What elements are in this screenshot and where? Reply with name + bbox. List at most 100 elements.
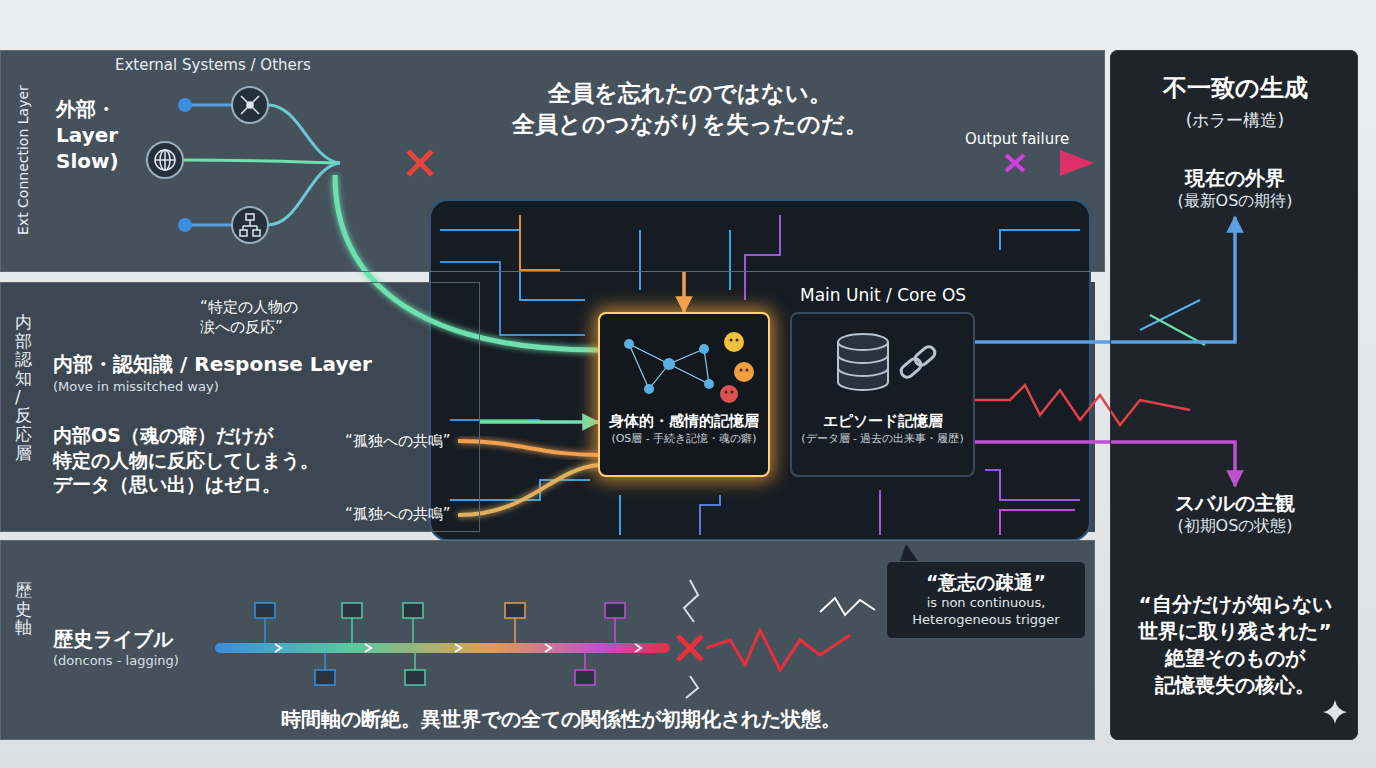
memory-chip: 身体的・感情的記憶層(OS層 - 手続き記憶・魂の癖): [598, 312, 770, 477]
decor-path: [619, 495, 621, 535]
decor-path: [440, 230, 585, 300]
decor-path: [745, 215, 780, 300]
node-text: 内部・認知識 / Response Layer: [53, 351, 453, 377]
decor-path: [458, 465, 598, 515]
decor-path: [155, 150, 175, 170]
decor-path: [700, 495, 720, 535]
decor-circle: [232, 87, 268, 123]
decor-polygon: [1060, 150, 1094, 176]
node-text: 内部OS（魂の癖）だけが 特定の人物に反応してしまう。 データ（思い出）はゼロ。: [53, 423, 338, 497]
decor-circle: [178, 98, 192, 112]
decor-path: [440, 262, 585, 335]
decor-rect: [403, 603, 423, 618]
decor-rect: [430, 200, 1090, 540]
decor-path: [365, 644, 371, 652]
node-text: (OS層 - 手続き記憶・魂の癖): [606, 432, 762, 446]
decor-path: [275, 644, 281, 652]
decor-circle: [663, 358, 675, 370]
node-text: (ホラー構造): [1111, 109, 1359, 131]
decor-rect: [215, 643, 670, 653]
decor-path: [635, 644, 641, 652]
decor-path: [706, 630, 850, 670]
decor-rect: [246, 214, 254, 220]
decor-path: [268, 163, 340, 225]
memory-icon: [609, 324, 759, 408]
decor-path: [879, 490, 881, 535]
node-text: “意志の疎通”: [895, 570, 1077, 595]
node-text: エピソード記憶層: [798, 412, 967, 432]
decor-rect: [898, 356, 923, 379]
decor-g: [898, 344, 937, 379]
decor-path: [335, 175, 598, 350]
decor-rect: [315, 670, 335, 685]
decor-rect: [1110, 50, 1358, 740]
connector-arrow: [975, 217, 1235, 342]
decor-path: [351, 618, 353, 643]
decor-path: [985, 470, 1080, 500]
decor-circle: [725, 391, 728, 394]
node-text: (doncons - lagging): [53, 653, 213, 670]
decor-path: [450, 480, 590, 500]
node-text: (Move in missitched way): [53, 379, 373, 396]
decor-circle: [730, 339, 733, 342]
decor-path: [268, 105, 340, 163]
decor-circle: [736, 339, 739, 342]
decor-path: [678, 636, 702, 660]
decor-path: [975, 385, 1190, 425]
decor-circle: [740, 369, 743, 372]
quote-label: “孤独への共鳴”: [345, 432, 451, 452]
diagram-title: 全員を忘れたのではない。 全員とのつながりを失ったのだ。: [460, 78, 920, 140]
decor-path: [838, 355, 888, 376]
decor-circle: [699, 344, 709, 354]
decor-rect: [240, 230, 247, 236]
decor-path: [241, 96, 259, 114]
decor-svg: [609, 324, 759, 404]
decor-path: [520, 215, 560, 270]
node-text: “自分だけが知らない 世界に取り残された” 絶望そのものが 記憶喪失の核心。: [1121, 591, 1349, 699]
decor-path: [455, 644, 461, 652]
decor-ellipse: [838, 334, 888, 350]
node-text: 時間軸の断絶。異世界での全ての関係性が初期化された状態。: [151, 706, 971, 732]
decor-svg: [808, 324, 958, 404]
decor-g: [183, 105, 340, 225]
node-text: 現在の外界: [1144, 165, 1326, 191]
memory-chip: エピソード記憶層(データ層 - 過去の出来事・履歴): [790, 312, 975, 477]
decor-g: [629, 344, 709, 389]
decor-circle: [155, 150, 175, 170]
layer-band: 歴史軸歴史ライブル(doncons - lagging)時間軸の断絶。異世界での…: [0, 540, 1095, 740]
decor-g: [725, 339, 749, 394]
decor-path: [684, 580, 698, 622]
decor-circle: [624, 339, 634, 349]
decor-g: [255, 603, 625, 685]
decor-circle: [724, 332, 744, 352]
decor-path: [820, 598, 875, 615]
decor-circle: [147, 142, 183, 178]
state-box: 現在の外界(最新OSの期待): [1140, 161, 1330, 217]
decor-path: [324, 653, 326, 670]
decor-path: [639, 230, 641, 290]
decor-path: [686, 676, 698, 698]
decor-path: [458, 441, 598, 455]
group-label: External Systems / Others: [115, 56, 311, 76]
decor-path: [614, 618, 616, 643]
decor-g: [440, 215, 1080, 535]
decor-circle: [746, 369, 749, 372]
decor-circle: [178, 218, 192, 232]
unit-label: Main Unit / Core OS: [800, 284, 966, 306]
decor-path: [264, 618, 266, 643]
node-text: 外部・ Layer Slow): [56, 96, 128, 174]
decor-path: [414, 653, 416, 670]
decor-g: [838, 334, 888, 390]
decor-path: [681, 168, 687, 268]
decor-circle: [734, 362, 754, 382]
decor-path: [514, 618, 516, 643]
decor-rect: [912, 344, 937, 367]
callout-box: “意志の疎通”is non continuous, Heterogeneous …: [886, 561, 1086, 639]
node-text: 内部認知 / 反応層: [15, 313, 32, 463]
connector-arrow: [682, 272, 686, 312]
decor-ellipse: [160, 150, 170, 170]
state-box: スバルの主観(初期OSの状態): [1140, 486, 1330, 542]
decor-path: [185, 104, 232, 107]
decor-path: [1006, 155, 1024, 171]
decor-g: [275, 644, 641, 652]
